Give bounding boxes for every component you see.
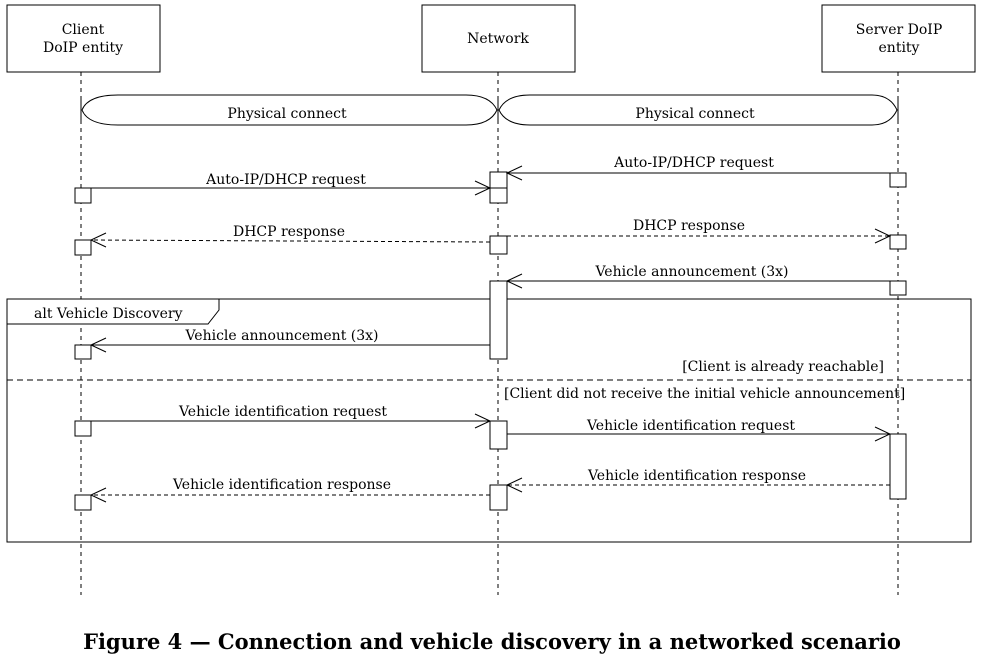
- message-server-dhcp-response: DHCP response: [507, 218, 892, 244]
- physical-connect-right: Physical connect: [497, 94, 899, 126]
- message-client-vehicle-announcement-label: Vehicle announcement (3x): [184, 328, 378, 344]
- physical-connect-left: Physical connect: [80, 94, 498, 126]
- message-server-autoip-label: Auto-IP/DHCP request: [613, 155, 774, 171]
- participant-network: Network: [421, 4, 576, 73]
- alt-fragment: alt Vehicle Discovery [Client is already…: [6, 298, 972, 543]
- participant-server-label-2: entity: [879, 40, 920, 56]
- message-client-vid-request-label: Vehicle identification request: [178, 404, 387, 420]
- message-client-vid-request: Vehicle identification request: [91, 404, 492, 429]
- activation-client-4: [74, 420, 92, 437]
- activation-network-4: [489, 280, 508, 360]
- message-client-autoip: Auto-IP/DHCP request: [91, 172, 492, 196]
- participant-network-label: Network: [467, 31, 529, 47]
- activation-network-2: [489, 187, 508, 204]
- message-client-vid-response: Vehicle identification response: [89, 477, 490, 503]
- message-server-dhcp-response-label: DHCP response: [633, 218, 745, 234]
- activation-server-3: [889, 280, 907, 296]
- message-server-autoip: Auto-IP/DHCP request: [505, 155, 890, 181]
- figure-caption: Figure 4 — Connection and vehicle discov…: [83, 629, 901, 654]
- message-server-vid-response-label: Vehicle identification response: [587, 468, 806, 484]
- participant-client: Client DoIP entity: [6, 4, 161, 73]
- message-client-dhcp-response: DHCP response: [89, 224, 491, 248]
- message-server-vid-request-label: Vehicle identification request: [586, 418, 795, 434]
- activation-client-3: [74, 344, 92, 360]
- activation-server-1: [889, 172, 907, 188]
- message-server-vehicle-announcement-label: Vehicle announcement (3x): [594, 264, 788, 280]
- physical-connect-right-label: Physical connect: [635, 106, 755, 122]
- participant-client-label-2: DoIP entity: [43, 40, 123, 56]
- activation-client-5: [74, 494, 92, 511]
- activation-network-3: [489, 235, 508, 255]
- activation-server-2: [889, 234, 907, 250]
- activation-network-1: [489, 171, 508, 189]
- message-server-vid-response: Vehicle identification response: [505, 468, 890, 493]
- participant-server-label-1: Server DoIP: [856, 22, 943, 38]
- activation-server-4: [889, 433, 907, 500]
- message-client-vehicle-announcement: Vehicle announcement (3x): [89, 328, 490, 353]
- alt-guard-not-received: [Client did not receive the initial vehi…: [504, 386, 905, 402]
- message-server-vehicle-announcement: Vehicle announcement (3x): [505, 264, 890, 289]
- message-client-vid-response-label: Vehicle identification response: [172, 477, 391, 493]
- alt-guard-reachable: [Client is already reachable]: [682, 359, 884, 375]
- alt-fragment-label: alt Vehicle Discovery: [34, 306, 183, 322]
- activation-network-5: [489, 420, 508, 450]
- physical-connect-left-label: Physical connect: [227, 106, 347, 122]
- participant-client-label-1: Client: [62, 22, 105, 38]
- activation-network-6: [489, 484, 508, 511]
- message-server-vid-request: Vehicle identification request: [507, 418, 892, 442]
- participant-server: Server DoIP entity: [821, 4, 976, 73]
- activation-client-2: [74, 239, 92, 256]
- message-client-autoip-label: Auto-IP/DHCP request: [205, 172, 366, 188]
- message-client-dhcp-response-label: DHCP response: [233, 224, 345, 240]
- activation-client-1: [74, 187, 92, 204]
